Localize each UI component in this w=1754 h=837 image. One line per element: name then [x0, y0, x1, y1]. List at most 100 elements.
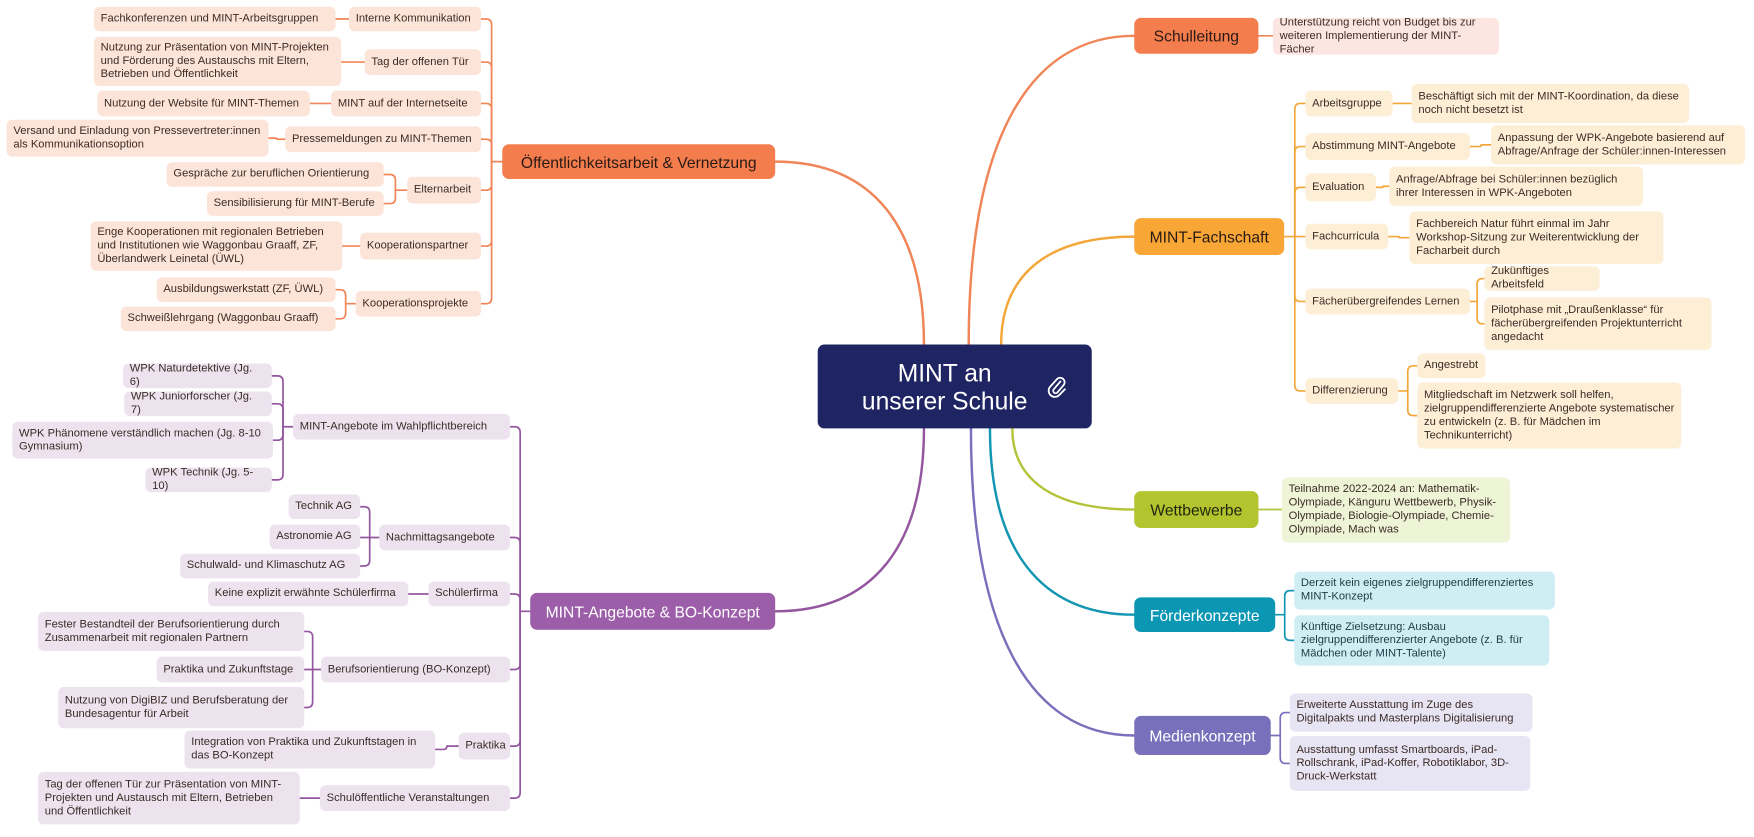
leaf-fachbereich-natur[interactable]: Fachbereich Natur führt einmal im Jahr W…: [1409, 211, 1664, 264]
leaf-mitgliedschaft-netzwerk[interactable]: Mitgliedschaft im Netzwerk soll helfen, …: [1417, 382, 1682, 449]
topic-arbeitsgruppe[interactable]: Arbeitsgruppe: [1305, 90, 1393, 117]
leaf-pressevertreter[interactable]: Versand und Einladung von Pressevertrete…: [6, 119, 269, 157]
leaf-enge-kooperationen[interactable]: Enge Kooperationen mit regionalen Betrie…: [90, 221, 343, 271]
branch-schulleitung[interactable]: Schulleitung: [1134, 17, 1259, 54]
branch-oeffentlichkeitsarbeit[interactable]: Öffentlichkeitsarbeit & Vernetzung: [502, 144, 776, 179]
topic-mint-internetseite[interactable]: MINT auf der Internetseite: [331, 90, 481, 117]
topic-abstimmung-mint-angebote[interactable]: Abstimmung MINT-Angebote: [1305, 133, 1470, 160]
connector-line: [334, 288, 347, 305]
connector-line: [270, 425, 284, 481]
connector-line: [509, 610, 521, 747]
leaf-fester-bestandteil[interactable]: Fester Bestandteil der Berufsorientierun…: [38, 611, 305, 652]
topic-interne-kommunikation[interactable]: Interne Kommunikation: [349, 6, 481, 32]
branch-curve: [988, 427, 1136, 616]
topic-tag-der-offenen-tuer[interactable]: Tag der offenen Tür: [364, 49, 481, 75]
leaf-pilotphase-draussenklasse[interactable]: Pilotphase mit „Draußenklasse“ für fäche…: [1484, 297, 1712, 351]
connector-line: [303, 668, 314, 709]
branch-curve: [999, 235, 1136, 346]
central-topic-label: MINT an unserer Schule: [861, 358, 1028, 415]
leaf-fachkonferenzen[interactable]: Fachkonferenzen und MINT-Arbeitsgruppen: [93, 6, 336, 32]
leaf-erweiterte-ausstattung[interactable]: Erweiterte Ausstattung im Zuge des Digit…: [1289, 693, 1533, 732]
topic-kooperationspartner[interactable]: Kooperationspartner: [360, 232, 481, 260]
connector-line: [1406, 390, 1419, 417]
topic-evaluation[interactable]: Evaluation: [1305, 173, 1376, 202]
connector-line: [359, 536, 371, 567]
topic-elternarbeit[interactable]: Elternarbeit: [407, 176, 481, 204]
connector-line: [509, 536, 521, 613]
connector-line: [1406, 364, 1419, 392]
leaf-tag-der-offenen-tuer[interactable]: Tag der offenen Tür zur Präsentation von…: [38, 771, 300, 825]
connector-line: [267, 137, 278, 141]
branch-medienkonzept[interactable]: Medienkonzept: [1134, 715, 1271, 756]
topic-berufsorientierung[interactable]: Berufsorientierung (BO-Konzept): [321, 656, 511, 683]
leaf-keine-schuelerfirma[interactable]: Keine explizit erwähnte Schülerfirma: [208, 581, 409, 607]
connector-line: [509, 425, 521, 613]
connector-line: [382, 189, 397, 205]
connector-line: [303, 630, 314, 671]
topic-wahlpflichtbereich[interactable]: MINT-Angebote im Wahlpflichtbereich: [293, 413, 511, 440]
central-topic[interactable]: MINT an unserer Schule: [817, 344, 1092, 429]
connector-line: [1293, 145, 1307, 238]
paperclip-icon[interactable]: [1047, 375, 1067, 400]
leaf-zukuenftiges-arbeitsfeld[interactable]: Zukünftiges Arbeitsfeld: [1484, 265, 1600, 291]
branch-curve: [967, 34, 1136, 346]
leaf-teilnahme-olympiaden[interactable]: Teilnahme 2022-2024 an: Mathematik-Olymp…: [1281, 477, 1511, 543]
connector-line: [334, 302, 347, 320]
leaf-ausbildungswerkstatt[interactable]: Ausbildungswerkstatt (ZF, ÜWL): [156, 277, 336, 303]
leaf-technik-ag[interactable]: Technik AG: [288, 494, 361, 520]
connector-line: [480, 61, 493, 163]
leaf-astronomie-ag[interactable]: Astronomie AG: [269, 524, 361, 550]
leaf-kuenftige-zielsetzung[interactable]: Künftige Zielsetzung: Ausbau zielgruppen…: [1294, 615, 1550, 666]
topic-kooperationsprojekte[interactable]: Kooperationsprojekte: [355, 290, 481, 317]
leaf-ausstattung-smartboards[interactable]: Ausstattung umfasst Smartboards, iPad-Ro…: [1289, 736, 1531, 791]
connector-line: [1293, 235, 1307, 303]
leaf-unterstuetzung-budget[interactable]: Unterstützung reicht von Budget bis zur …: [1272, 16, 1499, 55]
connector-line: [1279, 711, 1291, 737]
topic-faecheruebergreifendes-lernen[interactable]: Fächerübergreifendes Lernen: [1305, 288, 1470, 315]
connector-line: [272, 425, 284, 442]
leaf-schulwald-klimaschutz-ag[interactable]: Schulwald- und Klimaschutz AG: [180, 553, 361, 579]
leaf-wpk-naturdetektive[interactable]: WPK Naturdetektive (Jg. 6): [123, 362, 272, 389]
connector-line: [1283, 613, 1296, 642]
leaf-praesentation-mint-projekte[interactable]: Nutzung zur Präsentation von MINT-Projek…: [93, 36, 342, 87]
connector-line: [1381, 185, 1391, 189]
branch-curve: [773, 160, 926, 346]
leaf-wpk-phaenomene[interactable]: WPK Phänomene verständlich machen (Jg. 8…: [12, 421, 273, 459]
connector-line: [359, 505, 371, 539]
connector-line: [509, 610, 521, 799]
leaf-wpk-juniorforscher[interactable]: WPK Juniorforscher (Jg. 7): [124, 390, 272, 417]
connector-line: [270, 375, 284, 428]
branch-foerderkonzepte[interactable]: Förderkonzepte: [1134, 597, 1276, 633]
topic-schuelerfirma[interactable]: Schülerfirma: [428, 581, 511, 607]
leaf-sensibilisierung-mint-berufe[interactable]: Sensibilisierung für MINT-Berufe: [206, 191, 384, 216]
leaf-anfrage-abfrage[interactable]: Anfrage/Abfrage bei Schüler:innen bezügl…: [1389, 166, 1644, 206]
topic-nachmittagsangebote[interactable]: Nachmittagsangebote: [379, 524, 511, 551]
topic-fachcurricula[interactable]: Fachcurricula: [1305, 223, 1389, 250]
leaf-berufliche-orientierung[interactable]: Gespräche zur beruflichen Orientierung: [166, 162, 384, 187]
branch-mint-angebote-bo-konzept[interactable]: MINT-Angebote & BO-Konzept: [530, 592, 776, 630]
leaf-angestrebt[interactable]: Angestrebt: [1417, 353, 1486, 379]
branch-wettbewerbe[interactable]: Wettbewerbe: [1134, 491, 1259, 528]
topic-differenzierung[interactable]: Differenzierung: [1305, 378, 1399, 404]
leaf-integration-praktika[interactable]: Integration von Praktika und Zukunftstag…: [184, 730, 436, 769]
leaf-kein-eigenes-konzept[interactable]: Derzeit kein eigenes zielgruppendifferen…: [1294, 571, 1555, 610]
branch-curve: [773, 427, 926, 613]
branch-mint-fachschaft[interactable]: MINT-Fachschaft: [1134, 218, 1285, 256]
leaf-praktika-zukunftstage[interactable]: Praktika und Zukunftstage: [156, 656, 305, 683]
connector-line: [509, 593, 521, 613]
topic-schuloeffentliche-veranstaltungen[interactable]: Schulöffentliche Veranstaltungen: [319, 785, 511, 811]
connector-line: [1479, 144, 1492, 148]
topic-praktika[interactable]: Praktika: [458, 732, 511, 760]
connector-line: [382, 173, 397, 192]
connector-line: [1476, 277, 1486, 303]
leaf-digibiz[interactable]: Nutzung von DigiBIZ und Berufsberatung d…: [58, 686, 305, 729]
leaf-mint-koordination[interactable]: Beschäftigt sich mit der MINT-Koordinati…: [1411, 83, 1690, 124]
topic-pressemeldungen[interactable]: Pressemeldungen zu MINT-Themen: [285, 126, 481, 153]
leaf-wpk-technik[interactable]: WPK Technik (Jg. 5-10): [145, 466, 272, 493]
branch-curve: [969, 427, 1136, 737]
leaf-website-nutzung[interactable]: Nutzung der Website für MINT-Themen: [97, 90, 310, 117]
connector-line: [434, 745, 448, 751]
leaf-schweisslehrgang[interactable]: Schweißlehrgang (Waggonbau Graaff): [120, 306, 336, 332]
leaf-anpassung-wpk[interactable]: Anpassung der WPK-Angebote basierend auf…: [1491, 125, 1746, 165]
